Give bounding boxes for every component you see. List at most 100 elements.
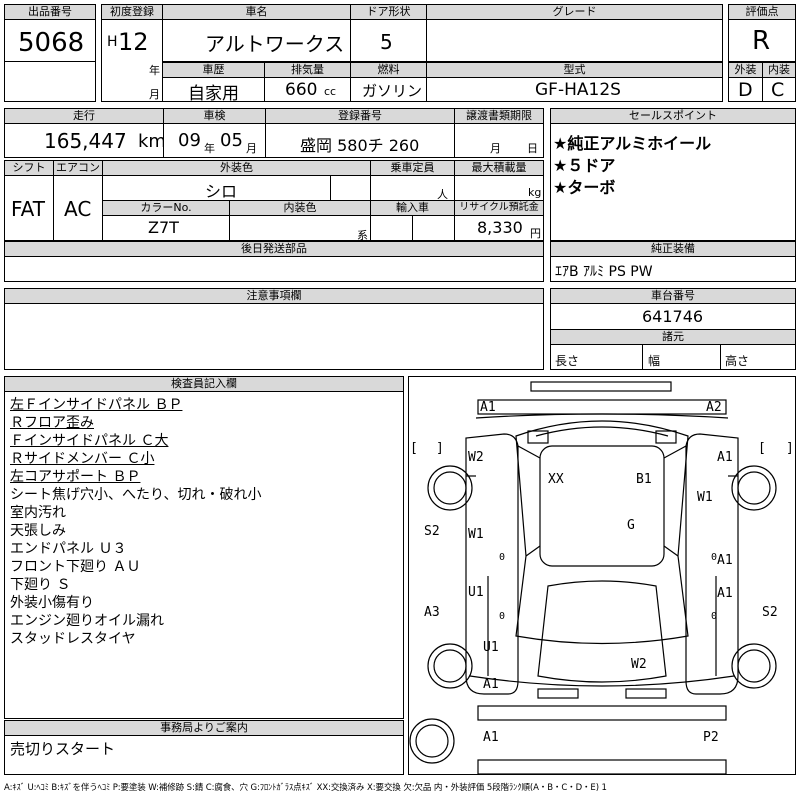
recycle-label: リサイクル預託金 [454, 200, 544, 216]
equipment-box [550, 256, 796, 282]
length-label: 長さ [555, 354, 580, 368]
inspection-month-unit: 月 [246, 142, 257, 155]
exterior-grade: D [738, 79, 753, 101]
ac: AC [64, 197, 92, 221]
shipped-later-label: 後日発送部品 [4, 241, 544, 257]
inspector-box [4, 391, 404, 719]
inspector-note: 左Ｆインサイドパネル ＢＰ [10, 397, 183, 413]
score-box [728, 19, 796, 62]
inspector-note: 室内汚れ [10, 505, 66, 521]
inspector-label: 検査員記入欄 [4, 376, 404, 392]
max-load-label: 最大積載量 [454, 160, 544, 176]
caution-label: 注意事項欄 [4, 288, 544, 304]
selling-points-box [550, 123, 796, 241]
inspection-label: 車検 [163, 108, 266, 124]
inspector-note: スタッドレスタイヤ [10, 631, 136, 647]
history-label: 車歴 [162, 62, 265, 78]
type-box [426, 77, 723, 102]
selling-point-1: ★純正アルミホイール [553, 134, 712, 153]
import-label: 輸入車 [370, 200, 455, 216]
damage-mark: A2 [706, 400, 722, 415]
mileage-label: 走行 [4, 108, 164, 124]
mileage: 165,447 [44, 129, 127, 153]
doors: 5 [380, 30, 393, 54]
transfer-label: 譲渡書類期限 [454, 108, 544, 124]
inspector-note: フロント下廻り ＡＵ [10, 559, 141, 575]
damage-mark: S2 [762, 605, 778, 620]
score: R [752, 26, 771, 56]
exterior-color-box [102, 175, 371, 201]
damage-mark: U1 [483, 640, 499, 655]
plate: 盛岡 580チ 260 [300, 136, 420, 155]
inspector-note: エンドパネル Ｕ３ [10, 541, 127, 557]
legend: A:ｷｽﾞ U:ﾍｺﾐ B:ｷｽﾞを伴うﾍｺﾐ P:要塗装 W:補修跡 S:錆 … [4, 783, 607, 793]
recycle: 8,330 [477, 218, 523, 237]
model-box [162, 19, 351, 62]
width-label: 幅 [648, 354, 661, 368]
fuel: ガソリン [362, 82, 423, 100]
height-label: 高さ [725, 354, 750, 368]
equipment: ｴｱB ｱﾙﾐ PS PW [555, 264, 653, 280]
inspector-note: シート焦げ穴小、へたり、切れ・破れ小 [10, 487, 262, 503]
inspection-year-unit: 年 [204, 142, 215, 155]
inspector-note: 外装小傷有り [10, 595, 94, 611]
office-box [4, 735, 404, 775]
selling-points-label: セールスポイント [550, 108, 796, 124]
capacity-label: 乗車定員 [370, 160, 455, 176]
lot-box [4, 19, 96, 102]
office-text: 売切りスタート [10, 740, 116, 758]
damage-mark: U1 [468, 585, 484, 600]
color-no: Z7T [148, 218, 179, 237]
svg-text:]: ] [436, 441, 444, 456]
lot-number: 5068 [18, 28, 85, 58]
exterior-grade-box [728, 77, 763, 102]
first-reg-box [101, 19, 163, 102]
bracket-left: [ [410, 441, 418, 456]
caution-box [4, 303, 544, 370]
model-label: 車名 [162, 4, 351, 20]
damage-mark: P2 [703, 730, 719, 745]
exterior-grade-label: 外装 [728, 62, 763, 78]
shift: FAT [11, 197, 46, 221]
mileage-unit: km [138, 131, 166, 152]
damage-mark: A3 [424, 605, 440, 620]
inspector-note: 天張しみ [10, 523, 66, 539]
damage-mark: W1 [468, 527, 484, 542]
damage-mark: B1 [636, 472, 652, 487]
transfer-box [454, 123, 544, 158]
era: H [107, 34, 118, 50]
transfer-month-unit: 月 [490, 142, 501, 155]
damage-mark: XX [548, 472, 564, 487]
plate-box [265, 123, 455, 158]
transfer-day-unit: 日 [527, 142, 538, 155]
inspector-note: 下廻り Ｓ [10, 577, 71, 593]
history-box [162, 77, 265, 102]
inspector-note: Ｒサイドメンバー Ｃ小 [10, 451, 155, 467]
displacement: 660 [285, 80, 318, 100]
grade-label: グレード [426, 4, 723, 20]
damage-mark: W1 [697, 490, 713, 505]
inspector-note: エンジン廻りオイル漏れ [10, 613, 164, 629]
first-reg-year: 12 [118, 28, 149, 56]
damage-mark: A1 [480, 400, 496, 415]
svg-text:]: ] [786, 441, 794, 456]
office-label: 事務局よりご案内 [4, 720, 404, 736]
damage-mark: S2 [424, 524, 440, 539]
displacement-unit: cc [324, 85, 337, 98]
lot-label: 出品番号 [4, 4, 96, 20]
dims-box [550, 344, 796, 370]
shift-label: シフト [4, 160, 54, 176]
shift-box [4, 175, 54, 241]
fuel-label: 燃料 [350, 62, 427, 78]
damage-mark: A1 [717, 450, 733, 465]
selling-point-3: ★ターボ [553, 178, 616, 197]
damage-mark: A1 [483, 730, 499, 745]
ac-label: エアコン [53, 160, 103, 176]
bracket-right: [ [758, 441, 766, 456]
type-label: 型式 [426, 62, 723, 78]
recycle-unit: 円 [530, 227, 541, 240]
ac-box [53, 175, 103, 241]
inspector-note: Ｒフロア歪み [10, 415, 94, 431]
capacity-box [370, 175, 455, 201]
